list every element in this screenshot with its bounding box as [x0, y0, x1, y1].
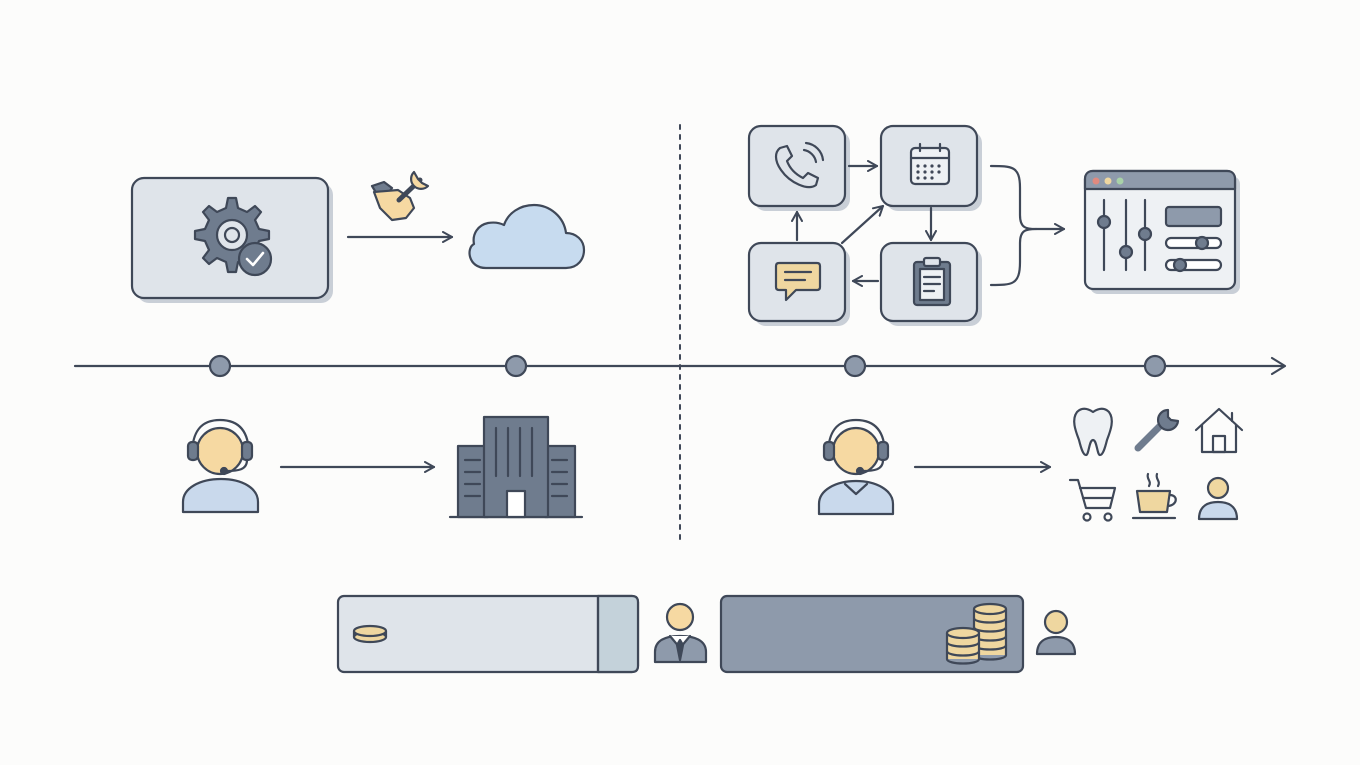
- tooth-icon: [1073, 407, 1113, 457]
- chat-box: [747, 241, 850, 326]
- dashboard-sliders-icon: [1083, 169, 1240, 294]
- comparison-bar-right: [719, 594, 1025, 674]
- calendar-box: [879, 124, 982, 211]
- timeline-arrowhead: [1270, 356, 1287, 376]
- gear-check-panel: [130, 176, 333, 303]
- arrow-chat-to-calendar: [840, 204, 885, 245]
- cloud-icon: [468, 203, 586, 270]
- person-icon: [1197, 476, 1239, 521]
- shopping-cart-icon: [1068, 478, 1117, 522]
- coin-stack-front: [945, 626, 981, 665]
- phone-icon: [774, 141, 825, 189]
- phone-box: [747, 124, 850, 211]
- coffee-cup-icon: [1131, 472, 1177, 520]
- businessman-icon: [653, 602, 708, 664]
- gear-check-panel-icon: [193, 196, 273, 277]
- coin-stacks-icon: [945, 602, 1008, 665]
- timeline-milestone-4: [1143, 354, 1167, 378]
- wrench-hand-icon: [370, 170, 430, 222]
- timeline-milestone-1: [208, 354, 232, 378]
- clipboard-box: [879, 241, 982, 326]
- person-icon-bottom: [1035, 609, 1077, 656]
- timeline-milestone-2: [504, 354, 528, 378]
- house-icon: [1194, 407, 1244, 454]
- clipboard-icon: [912, 256, 952, 307]
- timeline-milestone-3: [843, 354, 867, 378]
- office-building-icon: [448, 415, 584, 519]
- workflow-cluster: [747, 124, 1066, 326]
- wrench-icon: [1134, 408, 1180, 452]
- agent-headset-icon-left: [181, 418, 260, 514]
- comparison-bar-left: [336, 594, 640, 674]
- chat-icon: [774, 261, 822, 302]
- merge-bracket: [989, 164, 1038, 287]
- agent-headset-icon-right: [817, 418, 895, 516]
- calendar-icon: [909, 142, 951, 186]
- single-coin-icon: [352, 624, 388, 644]
